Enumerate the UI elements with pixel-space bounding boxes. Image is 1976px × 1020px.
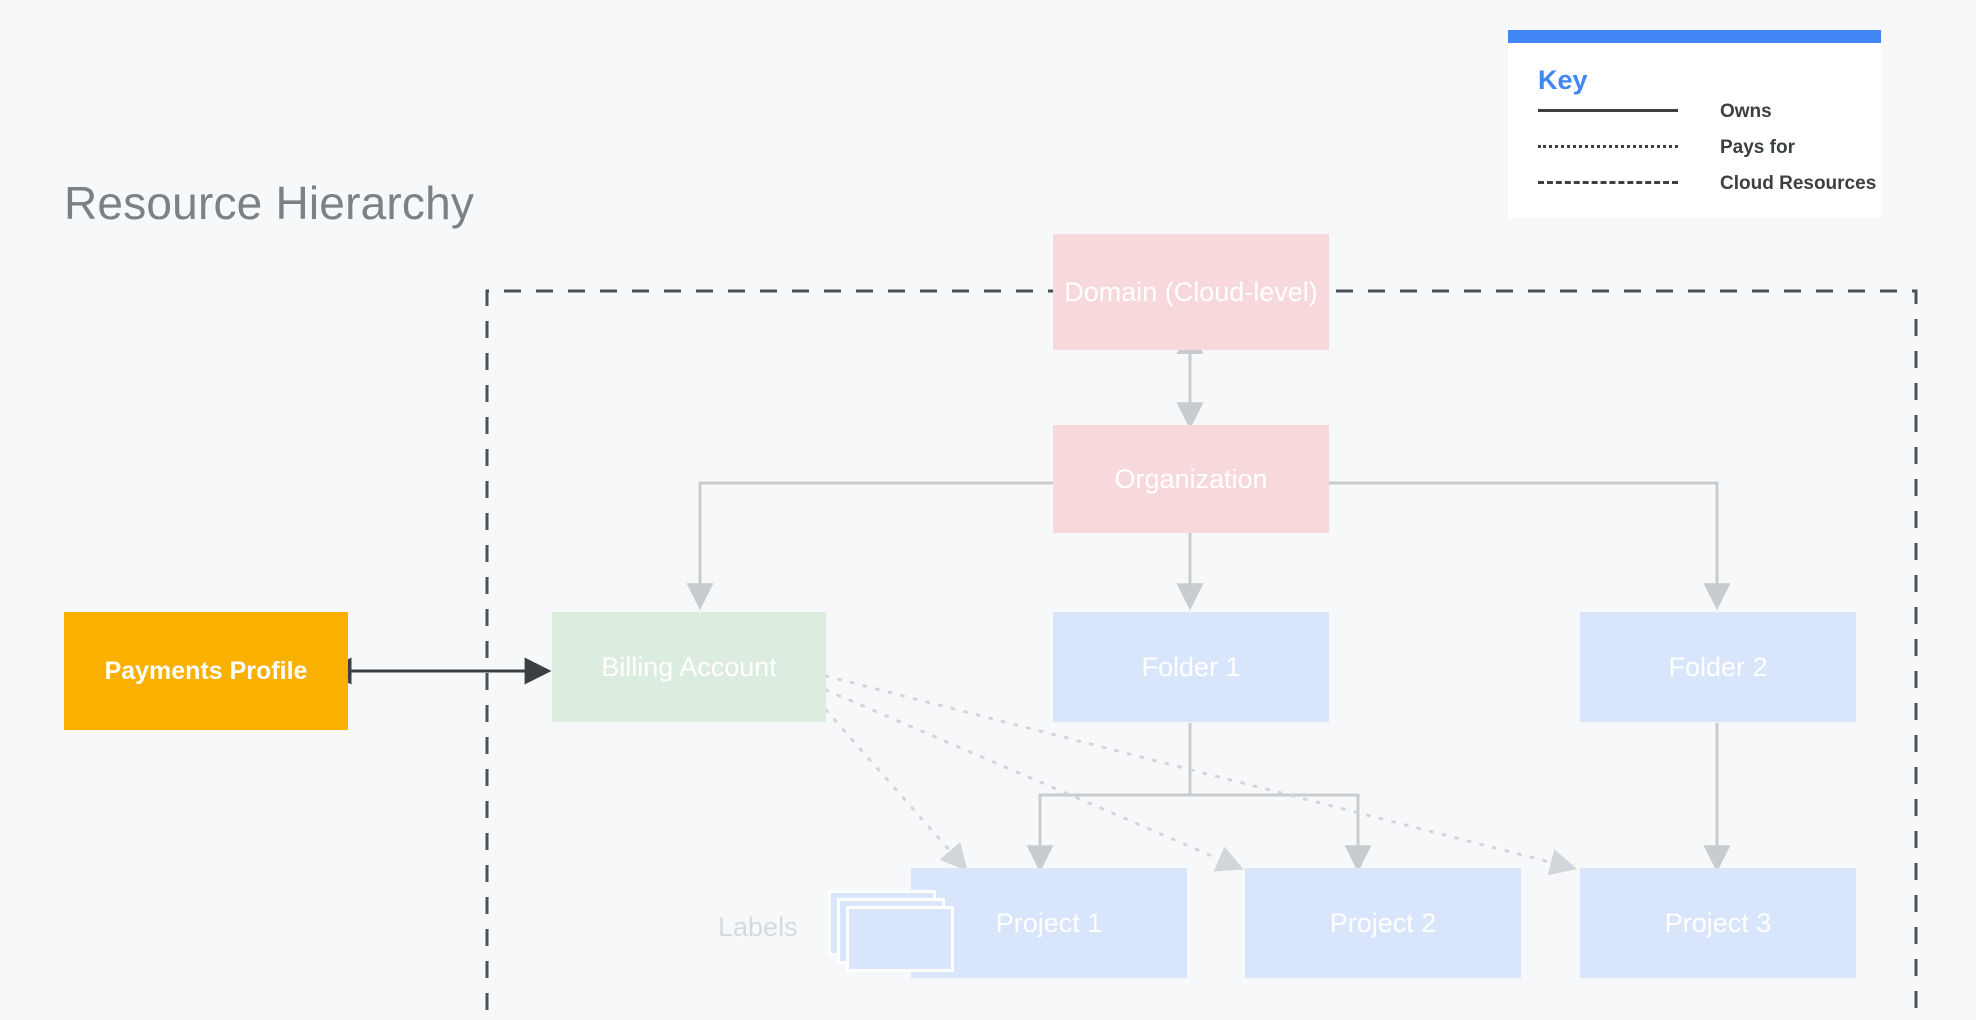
node-payments-profile-label: Payments Profile bbox=[104, 657, 308, 685]
node-folder-1-label: Folder 1 bbox=[1141, 651, 1241, 682]
edge-folder1-project1 bbox=[1026, 723, 1192, 873]
node-folder-2-label: Folder 2 bbox=[1668, 651, 1768, 682]
node-project-1-label: Project 1 bbox=[995, 907, 1103, 938]
legend-row-owns: Owns bbox=[1538, 100, 1881, 134]
labels-stack-icon bbox=[828, 890, 954, 972]
legend-row-cloud-resources: Cloud Resources bbox=[1538, 172, 1881, 206]
node-organization-label: Organization bbox=[1114, 463, 1268, 494]
legend-label-owns: Owns bbox=[1720, 101, 1772, 122]
node-domain-label: Domain (Cloud-level) bbox=[1064, 276, 1318, 307]
node-domain[interactable]: Domain (Cloud-level) bbox=[1053, 234, 1329, 350]
solid-line-icon bbox=[1538, 100, 1678, 122]
node-billing-account-label: Billing Account bbox=[601, 651, 777, 682]
legend-label-cloud-resources: Cloud Resources bbox=[1720, 173, 1877, 194]
node-project-3-label: Project 3 bbox=[1664, 907, 1772, 938]
label-card-front bbox=[846, 906, 954, 972]
node-organization[interactable]: Organization bbox=[1053, 425, 1329, 533]
dashed-line-icon bbox=[1538, 172, 1678, 194]
node-payments-profile[interactable]: Payments Profile bbox=[64, 612, 348, 730]
legend-rows: Owns Pays for Cloud Resources bbox=[1508, 100, 1881, 206]
legend-row-pays-for: Pays for bbox=[1538, 136, 1881, 170]
node-folder-1[interactable]: Folder 1 bbox=[1053, 612, 1329, 722]
edge-folder1-project2 bbox=[1188, 723, 1372, 873]
node-project-3[interactable]: Project 3 bbox=[1580, 868, 1856, 978]
edge-billing-pays-project1 bbox=[824, 708, 968, 872]
legend-title: Key bbox=[1538, 65, 1588, 95]
labels-caption: Labels bbox=[718, 912, 798, 942]
legend-panel: Key Owns Pays for Cloud Resources bbox=[1508, 30, 1881, 218]
node-billing-account[interactable]: Billing Account bbox=[552, 612, 826, 722]
dotted-line-icon bbox=[1538, 136, 1678, 158]
legend-accent-bar bbox=[1508, 30, 1881, 43]
node-folder-2[interactable]: Folder 2 bbox=[1580, 612, 1856, 722]
node-project-2[interactable]: Project 2 bbox=[1245, 868, 1521, 978]
legend-label-pays-for: Pays for bbox=[1720, 137, 1795, 158]
page-title: Resource Hierarchy bbox=[64, 177, 475, 229]
node-project-2-label: Project 2 bbox=[1329, 907, 1437, 938]
